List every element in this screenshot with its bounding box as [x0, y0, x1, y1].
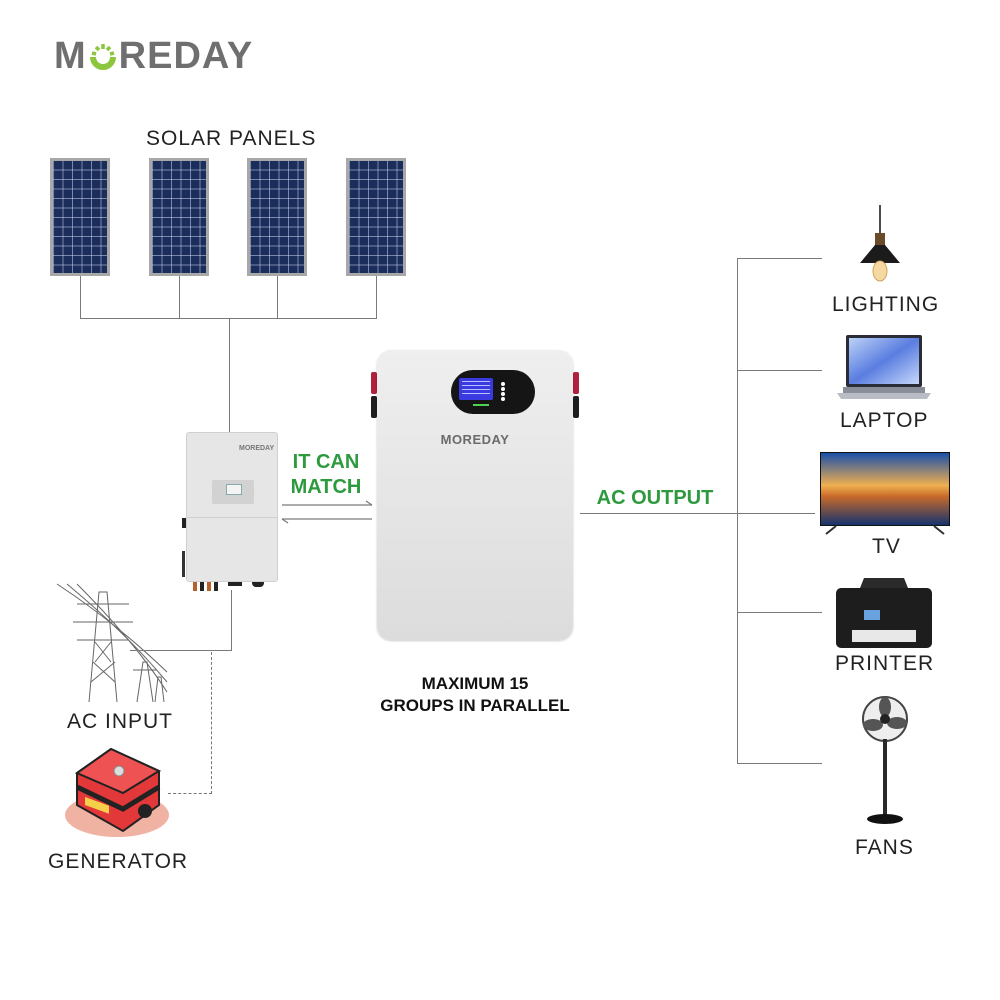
load-label-lighting: LIGHTING: [832, 293, 940, 316]
panel-2-wire: [179, 276, 180, 318]
inverter-seam: [187, 517, 277, 518]
battery-status-leds: [501, 382, 505, 386]
battery-positive-terminal-right: [573, 372, 579, 394]
generator-dashed-wire-horizontal: [168, 793, 212, 794]
load-label-tv: TV: [872, 535, 901, 558]
battery-negative-terminal-left: [371, 396, 377, 418]
printer-wire: [737, 612, 822, 613]
battery-indicator-lights: [473, 404, 489, 406]
battery-display-bezel: [451, 370, 535, 414]
solar-panel-3: [247, 158, 307, 276]
solar-panel-1: [50, 158, 110, 276]
panel-4-wire: [376, 276, 377, 318]
ac-output-wire: [580, 513, 738, 514]
solar-panels-label: SOLAR PANELS: [146, 127, 317, 150]
inverter-display-panel: [212, 480, 254, 504]
solar-to-inverter-wire: [229, 318, 230, 432]
ac-output-label: AC OUTPUT: [596, 487, 714, 509]
printer-icon: [836, 578, 932, 648]
battery-positive-terminal-left: [371, 372, 377, 394]
tv-icon: [820, 452, 950, 535]
parallel-capacity-caption: MAXIMUM 15 GROUPS IN PARALLEL: [340, 673, 610, 717]
lighting-wire: [737, 258, 822, 259]
generator-dashed-wire-vertical: [211, 652, 212, 794]
solar-panel-4: [346, 158, 406, 276]
inverter-brand-label: MOREDAY: [239, 445, 275, 452]
inverter-connector: [214, 582, 218, 591]
grid-wire: [130, 650, 232, 651]
logo-text-prefix: M: [54, 35, 87, 77]
load-label-printer: PRINTER: [835, 652, 935, 675]
generator-icon: [65, 747, 169, 837]
caption-line-1: MAXIMUM 15: [421, 674, 529, 693]
load-bus-wire: [737, 258, 738, 763]
lithium-battery-unit: MOREDAY: [377, 350, 573, 640]
battery-lcd-screen: [459, 378, 493, 400]
inverter-connector: [228, 582, 242, 586]
battery-negative-terminal-right: [573, 396, 579, 418]
hybrid-inverter: MOREDAY: [182, 432, 278, 582]
solar-panel-2: [149, 158, 209, 276]
inverter-connector: [207, 582, 211, 591]
compatibility-line-1: IT CAN: [292, 451, 360, 473]
power-tower-icon: [56, 583, 168, 703]
compatibility-line-2: MATCH: [290, 476, 362, 498]
logo-sun-icon: [88, 41, 118, 71]
bidirectional-arrow-icon: [281, 500, 373, 524]
tv-wire: [737, 513, 815, 514]
panel-3-wire: [277, 276, 278, 318]
input-label-ac-input: AC INPUT: [67, 710, 174, 733]
panel-1-wire: [80, 276, 81, 318]
inverter-connector: [252, 582, 264, 587]
logo-text-suffix: REDAY: [118, 35, 254, 77]
battery-brand-label: MOREDAY: [440, 432, 510, 447]
fan-icon: [862, 696, 908, 824]
compatibility-label: IT CAN MATCH: [282, 450, 370, 500]
inverter-side-cable: [182, 551, 185, 577]
fan-wire: [737, 763, 822, 764]
input-label-generator: GENERATOR: [48, 850, 189, 873]
inverter-screen: [226, 484, 242, 495]
brand-logo: M REDAY: [54, 37, 253, 75]
caption-line-2: GROUPS IN PARALLEL: [380, 696, 570, 715]
laptop-icon: [837, 335, 931, 399]
inverter-connector: [200, 582, 204, 591]
inverter-to-grid-wire: [231, 590, 232, 650]
pendant-lamp-icon: [860, 205, 900, 282]
load-label-laptop: LAPTOP: [840, 409, 929, 432]
inverter-connector: [193, 582, 197, 591]
load-label-fans: FANS: [855, 836, 914, 859]
laptop-wire: [737, 370, 822, 371]
inverter-side-port: [182, 518, 186, 528]
panel-bus-wire: [80, 318, 377, 319]
